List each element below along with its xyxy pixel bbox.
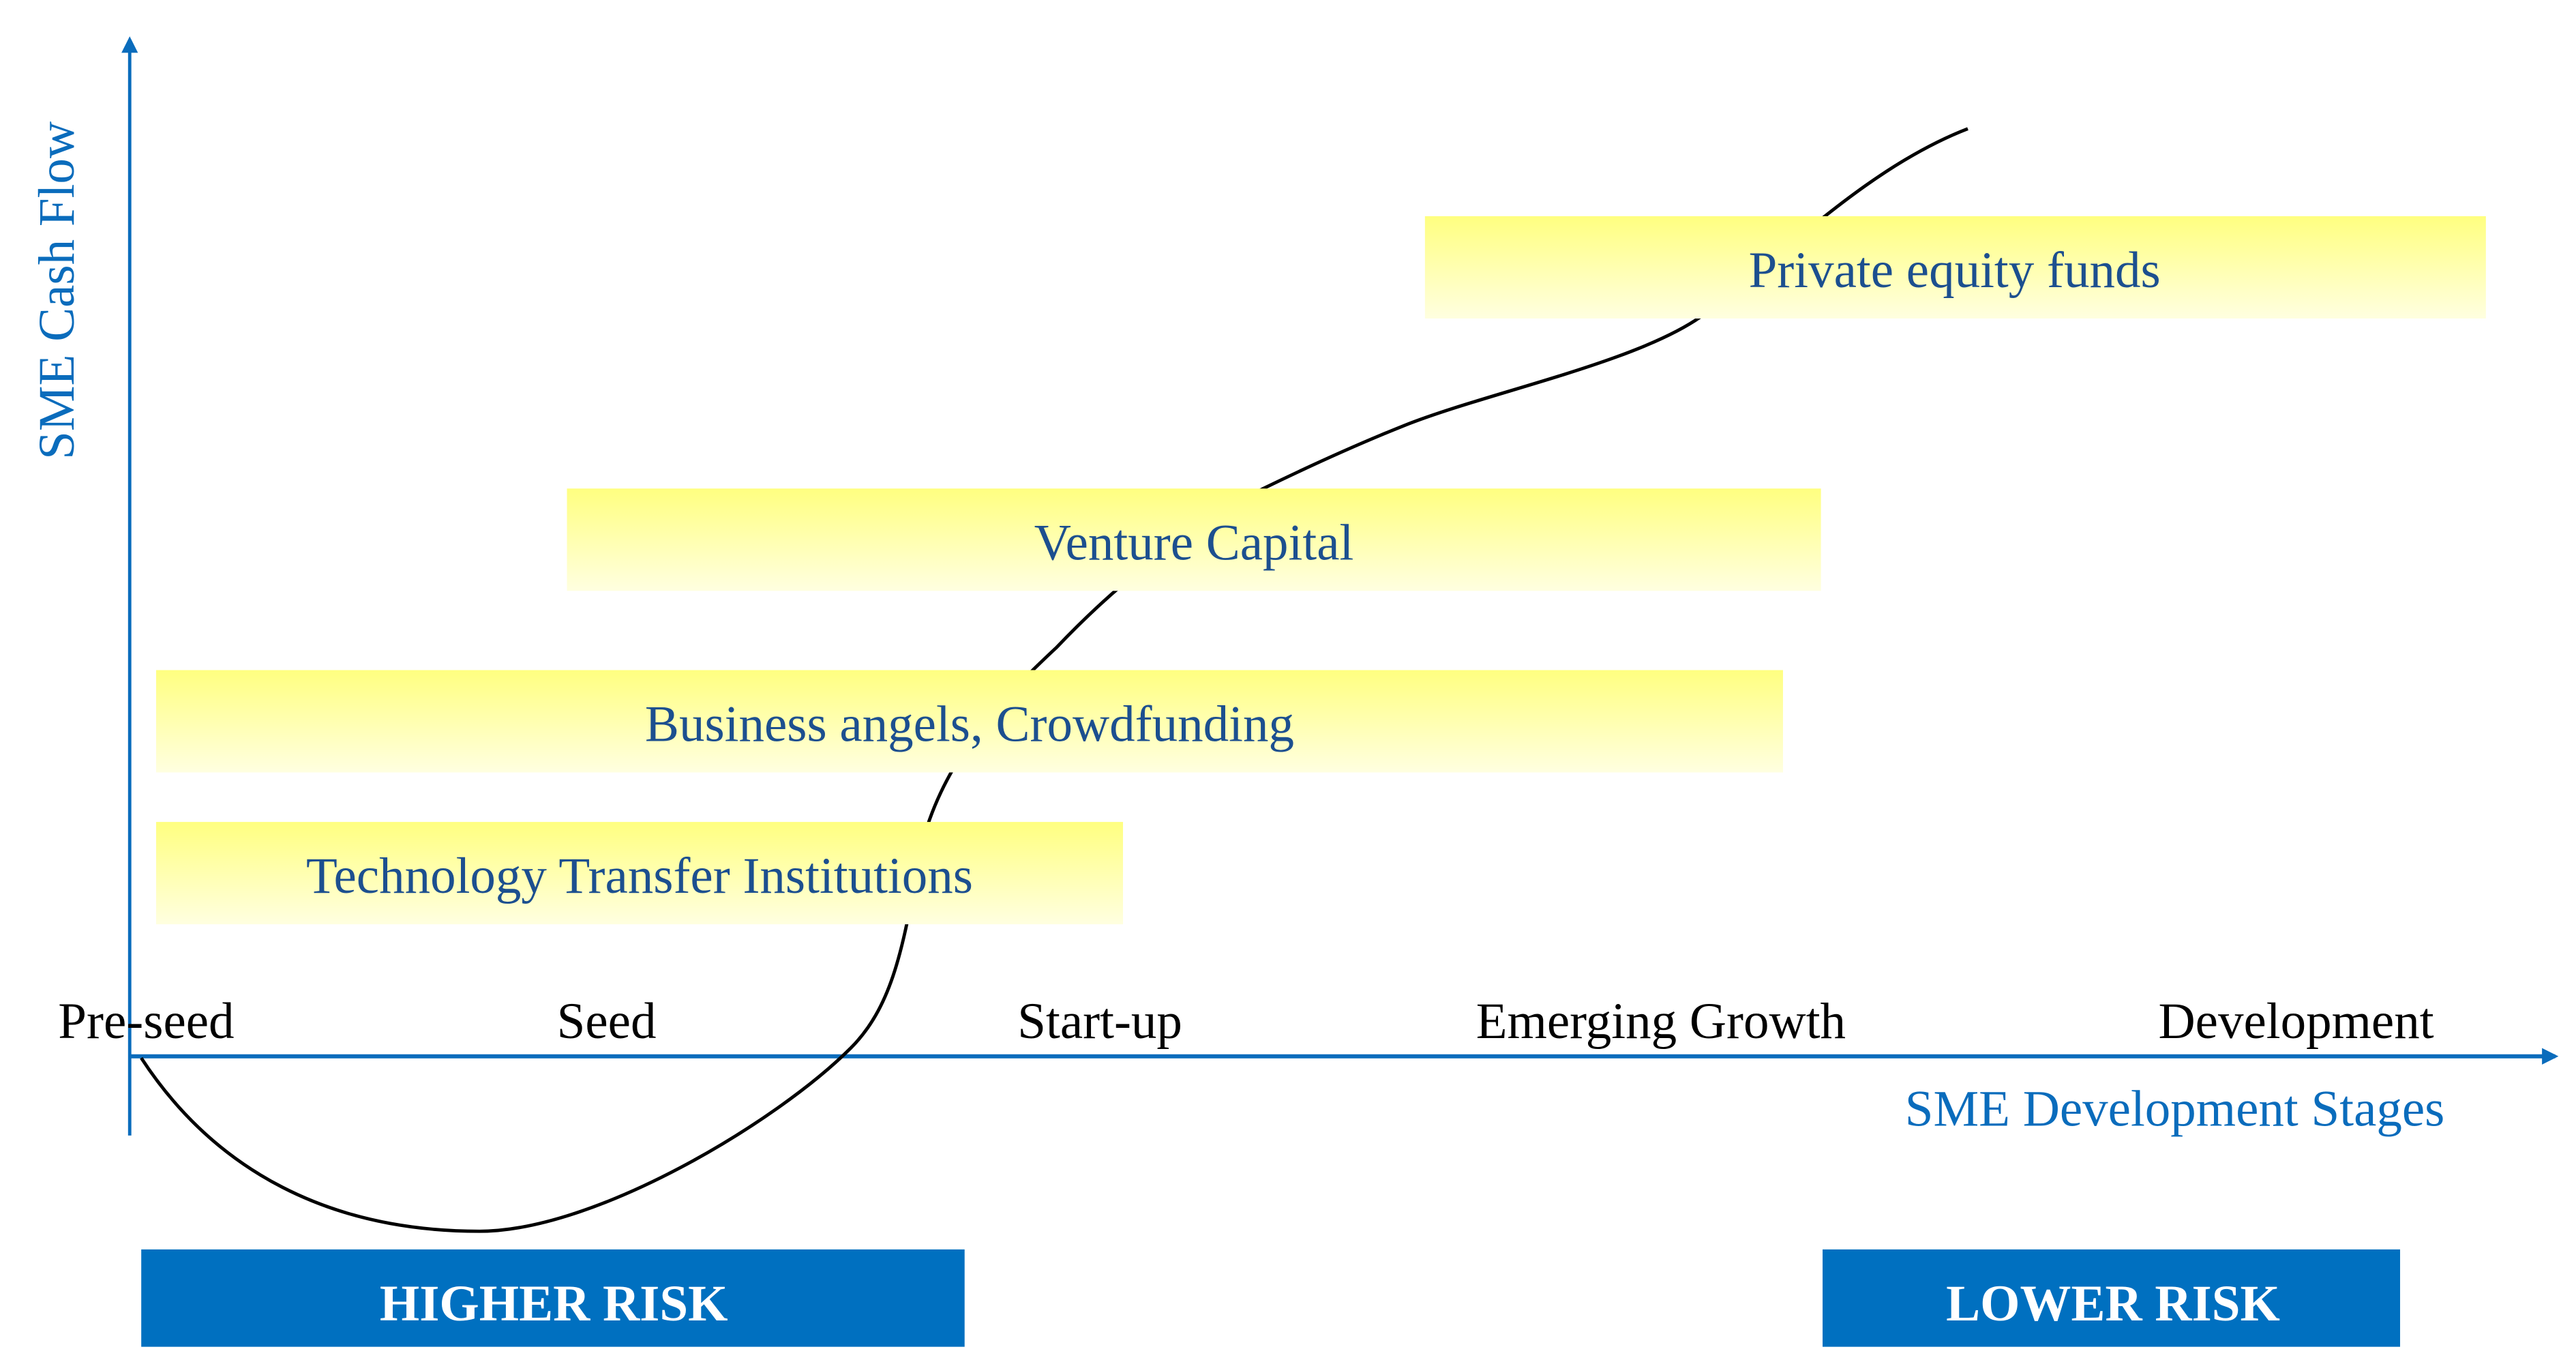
stage-start-up: Start-up: [1017, 993, 1182, 1050]
private-equity-box: [1424, 216, 2486, 319]
technology-transfer-box: [155, 822, 1124, 925]
lower-risk-label: LOWER RISK: [1946, 1275, 2280, 1332]
technology-transfer-label: Technology Transfer Institutions: [306, 848, 973, 904]
venture-capital-box: [567, 488, 1821, 591]
venture-capital-label: Venture Capital: [1034, 514, 1354, 571]
private-equity-label: Private equity funds: [1749, 242, 2161, 299]
stage-seed: Seed: [557, 993, 657, 1050]
stage-emerging-growth: Emerging Growth: [1476, 993, 1846, 1050]
higher-risk-bar: [141, 1249, 965, 1347]
stage-pre-seed: Pre-seed: [58, 993, 234, 1050]
business-angels-label: Business angels, Crowdfunding: [645, 696, 1294, 753]
stage-development: Development: [2159, 993, 2434, 1050]
y-axis-label: SME Cash Flow: [29, 121, 85, 460]
business-angels-box: [155, 670, 1783, 773]
higher-risk-label: HIGHER RISK: [380, 1275, 728, 1332]
x-axis-label: SME Development Stages: [1905, 1080, 2445, 1137]
lower-risk-bar: [1823, 1249, 2401, 1347]
cash-flow-curve: [140, 127, 1968, 1233]
